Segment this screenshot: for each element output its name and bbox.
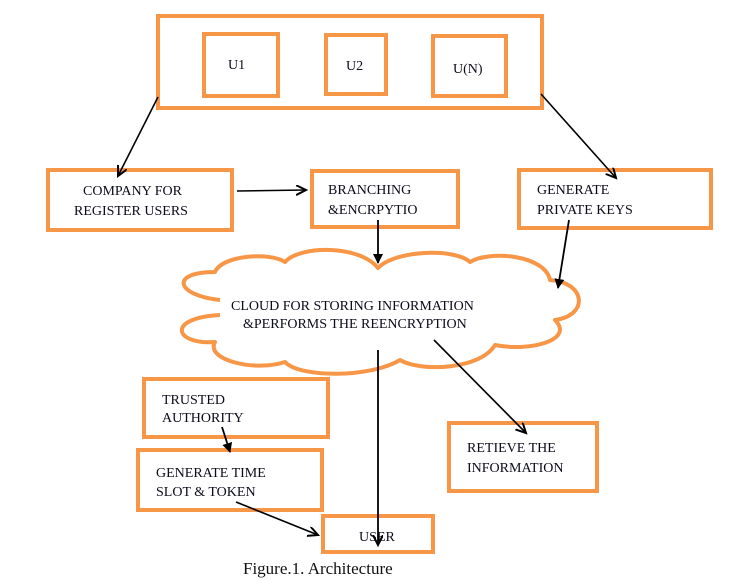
cloud-outline [179,247,581,376]
branching-encryption-line1: BRANCHING [328,183,412,198]
trusted-authority-line2: AUTHORITY [162,411,244,426]
figure-caption: Figure.1. Architecture [243,559,393,578]
edge-users-to-company [118,96,159,176]
generate-private-keys-line1: GENERATE [537,183,610,198]
user-node-u2[interactable]: U2 [324,33,388,96]
edge-trusted-to-time-slot [221,426,233,453]
cloud-storage-line2: &PERFORMS THE REENCRYPTION [243,317,467,332]
retrieve-information-node[interactable]: RETIEVE THE INFORMATION [447,421,599,493]
retrieve-information-line2: INFORMATION [467,461,564,476]
user-node-un-label: U(N) [453,62,483,77]
edge-users-to-private-keys [540,93,616,178]
trusted-authority-node[interactable]: TRUSTED AUTHORITY [142,377,330,439]
generate-private-keys-node[interactable]: GENERATE PRIVATE KEYS [517,168,713,230]
retrieve-information-line1: RETIEVE THE [467,441,556,456]
trusted-authority-line1: TRUSTED [162,393,225,408]
user-node[interactable]: USER [321,514,435,554]
edge-cloud-to-retrieve [433,339,526,433]
generate-time-slot-node[interactable]: GENERATE TIME SLOT & TOKEN [136,448,324,512]
cloud-storage-line1: CLOUD FOR STORING INFORMATION [231,299,474,314]
company-register-node[interactable]: COMPANY FOR REGISTER USERS [46,168,234,232]
company-register-line1: COMPANY FOR [83,184,182,199]
branching-encryption-line2: &ENCRPYTIO [328,203,418,218]
company-register-line2: REGISTER USERS [74,204,188,219]
generate-time-slot-line1: GENERATE TIME [156,466,266,481]
edge-company-to-branching [236,190,306,191]
user-node-u1-label: U1 [228,58,246,73]
user-node-u1[interactable]: U1 [202,32,280,98]
branching-encryption-node[interactable]: BRANCHING &ENCRPYTIO [310,169,460,229]
edge-time-slot-to-user [235,501,318,535]
user-node-un[interactable]: U(N) [431,34,508,98]
user-node-u2-label: U2 [346,59,364,74]
edge-private-keys-to-cloud [554,219,570,289]
generate-time-slot-line2: SLOT & TOKEN [156,485,256,500]
generate-private-keys-line2: PRIVATE KEYS [537,203,633,218]
